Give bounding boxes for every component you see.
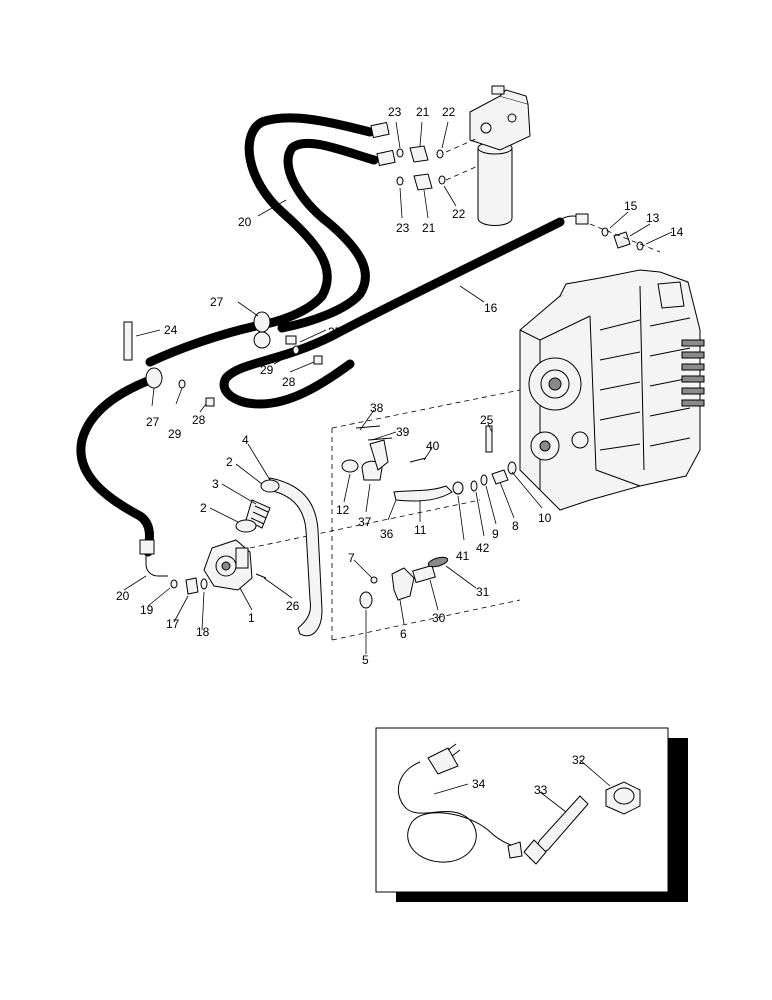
inset-heater-kit (375, 727, 688, 902)
transmission-housing (519, 269, 701, 511)
callout-27: 27 (146, 415, 160, 429)
hose-20-upper (145, 113, 379, 367)
callout-20: 20 (116, 589, 130, 603)
callout-22: 22 (452, 207, 466, 221)
callout-20: 20 (238, 215, 252, 229)
hose-20-lower (76, 375, 168, 577)
callout-40: 40 (426, 439, 440, 453)
callout-41: 41 (456, 549, 470, 563)
callout-35: 35 (328, 325, 342, 339)
callout-28: 28 (192, 413, 206, 427)
fittings-8-to-12-and-36-to-42 (341, 425, 517, 502)
callout-18: 18 (196, 625, 210, 639)
callout-33: 33 (534, 783, 548, 797)
callout-21: 21 (416, 105, 430, 119)
fittings-13-14-15 (589, 223, 661, 253)
callout-30: 30 (432, 611, 446, 625)
hose-16 (219, 213, 589, 409)
callout-36: 36 (380, 527, 394, 541)
callout-23: 23 (388, 105, 402, 119)
callout-34: 34 (472, 777, 486, 791)
callout-29: 29 (260, 363, 274, 377)
callout-17: 17 (166, 617, 180, 631)
callout-28: 28 (282, 375, 296, 389)
callout-31: 31 (476, 585, 490, 599)
callout-5: 5 (362, 653, 369, 667)
callout-39: 39 (396, 425, 410, 439)
callout-8: 8 (512, 519, 519, 533)
callout-9: 9 (492, 527, 499, 541)
clamps-and-bolts (123, 311, 323, 407)
callout-13: 13 (646, 211, 660, 225)
valve-bank (681, 339, 705, 407)
callout-21: 21 (422, 221, 436, 235)
callout-22: 22 (442, 105, 456, 119)
assembly-boundary (331, 389, 521, 641)
callout-10: 10 (538, 511, 552, 525)
callout-38: 38 (370, 401, 384, 415)
fittings-21-22-23 (370, 121, 479, 191)
callout-7: 7 (348, 551, 355, 565)
callout-2: 2 (200, 501, 207, 515)
callout-3: 3 (212, 477, 219, 491)
callout-11: 11 (414, 523, 427, 537)
callout-25: 25 (480, 413, 494, 427)
callout-4: 4 (242, 433, 249, 447)
mount-reference (249, 499, 481, 549)
callout-42: 42 (476, 541, 490, 555)
callout-15: 15 (624, 199, 638, 213)
fittings-2-3 (235, 479, 280, 533)
filter-assembly (469, 85, 531, 226)
callout-12: 12 (336, 503, 350, 517)
fittings-5-6-7-30-31 (359, 556, 449, 609)
callout-23: 23 (396, 221, 410, 235)
callout-32: 32 (572, 753, 586, 767)
leader-lines (123, 121, 673, 813)
callout-37: 37 (358, 515, 372, 529)
hose-4-tube (267, 477, 323, 637)
fittings-17-18-19 (170, 573, 267, 595)
callout-29: 29 (168, 427, 182, 441)
callout-labels: 1 2 2 3 4 5 6 7 8 9 10 11 12 13 14 15 16… (116, 105, 684, 797)
pump-assembly (203, 539, 253, 591)
callout-24: 24 (164, 323, 178, 337)
callout-27: 27 (210, 295, 224, 309)
callout-16: 16 (484, 301, 498, 315)
callout-19: 19 (140, 603, 154, 617)
callout-2: 2 (226, 455, 233, 469)
callout-1: 1 (248, 611, 255, 625)
callout-6: 6 (400, 627, 407, 641)
callout-26: 26 (286, 599, 300, 613)
callout-14: 14 (670, 225, 684, 239)
